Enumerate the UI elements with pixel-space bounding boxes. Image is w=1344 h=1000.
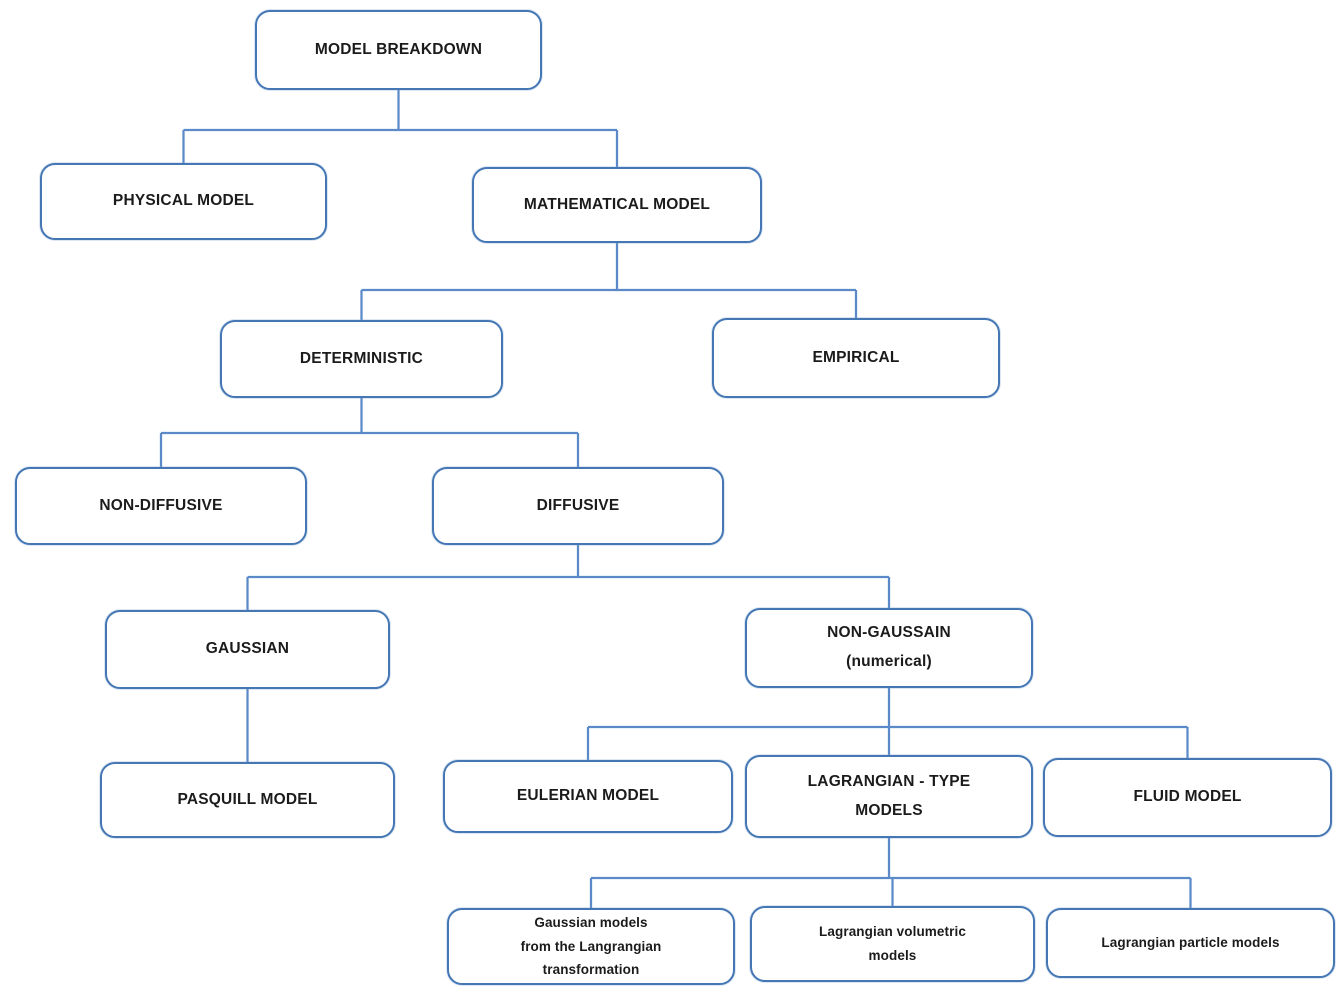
node-label-model-breakdown: MODEL BREAKDOWN [314,40,483,58]
node-gaussian: GAUSSIAN [105,610,390,689]
node-pasquill-model: PASQUILL MODEL [100,762,395,838]
node-lagrangian-particle-models: Lagrangian particle models [1046,908,1335,978]
node-label-non-diffusive: NON-DIFFUSIVE [99,496,223,514]
node-non-diffusive: NON-DIFFUSIVE [15,467,307,545]
node-label-eulerian-model: EULERIAN MODEL [516,787,660,805]
node-label-non-gaussain: NON-GAUSSAIN (numerical) [827,624,951,670]
node-label-lagrangian-type-models: LAGRANGIAN - TYPE MODELS [807,772,971,819]
node-label-physical-model: PHYSICAL MODEL [112,192,255,210]
node-non-gaussain: NON-GAUSSAIN (numerical) [745,608,1033,688]
node-lagrangian-type-models: LAGRANGIAN - TYPE MODELS [745,755,1033,838]
node-label-gaussian: GAUSSIAN [205,640,290,658]
node-model-breakdown: MODEL BREAKDOWN [255,10,542,90]
node-label-diffusive: DIFFUSIVE [536,496,620,514]
node-label-mathematical-model: MATHEMATICAL MODEL [523,195,711,213]
node-empirical: EMPIRICAL [712,318,1000,398]
node-eulerian-model: EULERIAN MODEL [443,760,733,833]
node-label-gaussian-langrangian-transformation: Gaussian models from the Langrangian tra… [520,915,662,978]
node-deterministic: DETERMINISTIC [220,320,503,398]
node-fluid-model: FLUID MODEL [1043,758,1332,837]
node-gaussian-langrangian-transformation: Gaussian models from the Langrangian tra… [447,908,735,985]
node-label-pasquill-model: PASQUILL MODEL [177,790,318,808]
node-label-lagrangian-volumetric-models: Lagrangian volumetric models [819,924,966,963]
node-diffusive: DIFFUSIVE [432,467,724,545]
node-mathematical-model: MATHEMATICAL MODEL [472,167,762,243]
node-label-fluid-model: FLUID MODEL [1133,788,1242,806]
node-physical-model: PHYSICAL MODEL [40,163,327,240]
node-lagrangian-volumetric-models: Lagrangian volumetric models [750,906,1035,982]
node-label-empirical: EMPIRICAL [812,348,900,366]
node-label-lagrangian-particle-models: Lagrangian particle models [1101,935,1280,951]
node-label-deterministic: DETERMINISTIC [299,349,424,367]
